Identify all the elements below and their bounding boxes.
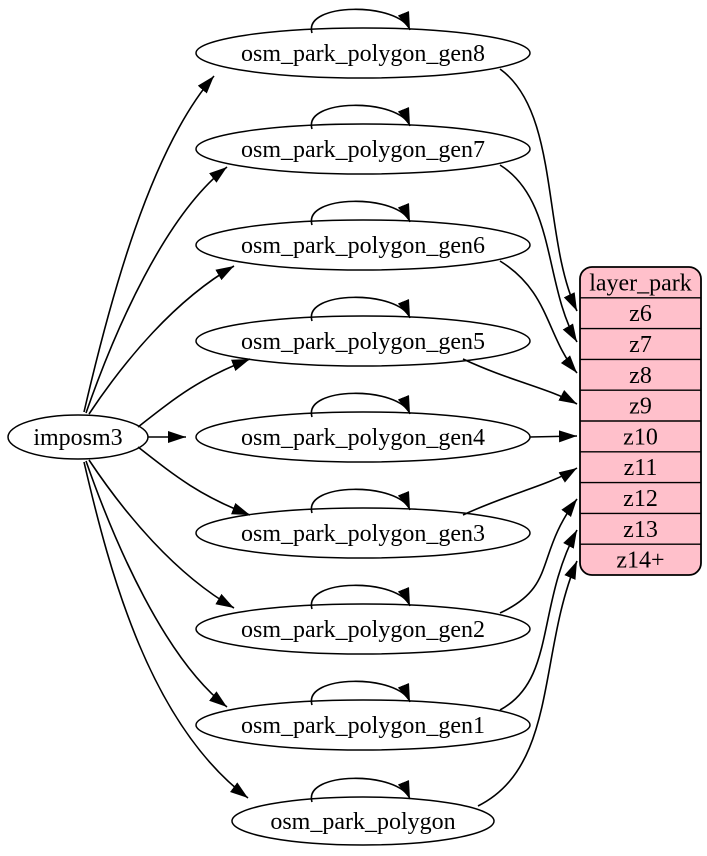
edge-osm_park_polygon_gen1-to-layer_park-z13 [499,529,578,711]
node-osm_park_polygon_gen5-shape [195,315,531,367]
node-osm_park_polygon_gen6-label: osm_park_polygon_gen6 [241,233,485,259]
self-loop-osm_park_polygon_gen1 [310,680,411,706]
table-row-label-z13: z13 [623,517,658,543]
node-osm_park_polygon_gen3-shape [195,507,531,559]
edge-imposm3-to-osm_park_polygon_gen7 [85,166,228,414]
edge-osm_park_polygon_gen8-to-layer_park-z6 [499,68,578,312]
node-osm_park_polygon_gen8-shape [195,27,531,79]
node-osm_park_polygon: osm_park_polygon [231,796,495,846]
node-osm_park_polygon_gen2-label: osm_park_polygon_gen2 [241,617,485,643]
node-osm_park_polygon_gen4: osm_park_polygon_gen4 [195,411,531,463]
table-row-label-z11: z11 [624,455,658,481]
edge-imposm3-to-osm_park_polygon [83,461,249,799]
node-osm_park_polygon_gen1: osm_park_polygon_gen1 [195,699,531,751]
node-osm_park_polygon_gen1-label: osm_park_polygon_gen1 [241,713,485,739]
edge-osm_park_polygon-to-layer_park-z14+ [477,560,578,807]
node-osm_park_polygon_gen2-shape [195,603,531,655]
edge-imposm3-to-osm_park_polygon_gen6 [88,265,235,415]
self-loop-osm_park_polygon_gen4 [310,392,411,418]
node-osm_park_polygon_gen4-label: osm_park_polygon_gen4 [241,425,485,451]
table-header-label: layer_park [589,270,692,296]
node-osm_park_polygon_gen3-label: osm_park_polygon_gen3 [241,521,485,547]
table-row-label-z14+: z14+ [616,548,664,574]
self-loop-osm_park_polygon_gen7 [310,104,411,130]
edge-osm_park_polygon_gen7-to-layer_park-z7 [499,164,578,343]
edge-imposm3-to-osm_park_polygon_gen1 [85,460,228,708]
edge-imposm3-to-osm_park_polygon_gen5 [137,358,251,428]
self-loop-osm_park_polygon_gen6 [310,200,411,226]
self-loop-osm_park_polygon_gen5 [310,296,411,322]
table-row-label-z6: z6 [629,301,652,327]
self-loop-osm_park_polygon_gen3 [310,488,411,514]
node-osm_park_polygon_gen1-shape [195,699,531,751]
edge-osm_park_polygon_gen6-to-layer_park-z8 [499,260,578,374]
node-osm_park_polygon_gen2: osm_park_polygon_gen2 [195,603,531,655]
node-imposm3-label: imposm3 [33,425,122,451]
table-row-label-z8: z8 [629,363,652,389]
edge-osm_park_polygon_gen4-to-layer_park-z10 [529,430,578,443]
node-osm_park_polygon_gen5-label: osm_park_polygon_gen5 [241,329,485,355]
node-osm_park_polygon_gen7: osm_park_polygon_gen7 [195,123,531,175]
node-layer_park: layer_park z6 z7 z8 z9 z10 z11 z12 z13 z14+ [579,266,702,576]
node-osm_park_polygon_gen8-label: osm_park_polygon_gen8 [241,41,485,67]
edge-osm_park_polygon_gen2-to-layer_park-z12 [499,498,578,614]
table-row-label-z12: z12 [623,486,658,512]
self-loop-osm_park_polygon_gen8 [310,8,411,34]
table-row-label-z7: z7 [629,332,652,358]
self-loop-osm_park_polygon_gen2 [310,584,411,610]
node-osm_park_polygon_gen6: osm_park_polygon_gen6 [195,219,531,271]
edge-osm_park_polygon_gen5-to-layer_park-z9 [462,358,578,405]
edge-osm_park_polygon_gen3-to-layer_park-z11 [462,467,578,516]
node-osm_park_polygon-label: osm_park_polygon [270,809,455,835]
edge-imposm3-to-osm_park_polygon_gen8 [83,75,215,413]
edge-imposm3-to-osm_park_polygon_gen3 [137,446,251,516]
node-osm_park_polygon_gen8: osm_park_polygon_gen8 [195,27,531,79]
table-row-label-z9: z9 [629,394,652,420]
edge-imposm3-to-osm_park_polygon_gen2 [88,459,235,609]
node-imposm3: imposm3 [7,414,149,460]
node-osm_park_polygon_gen7-label: osm_park_polygon_gen7 [241,137,485,163]
node-osm_park_polygon-shape [231,796,495,846]
node-osm_park_polygon_gen3: osm_park_polygon_gen3 [195,507,531,559]
node-osm_park_polygon_gen5: osm_park_polygon_gen5 [195,315,531,367]
node-osm_park_polygon_gen6-shape [195,219,531,271]
table-row-label-z10: z10 [623,424,658,450]
self-loop-osm_park_polygon [310,777,411,803]
node-osm_park_polygon_gen7-shape [195,123,531,175]
